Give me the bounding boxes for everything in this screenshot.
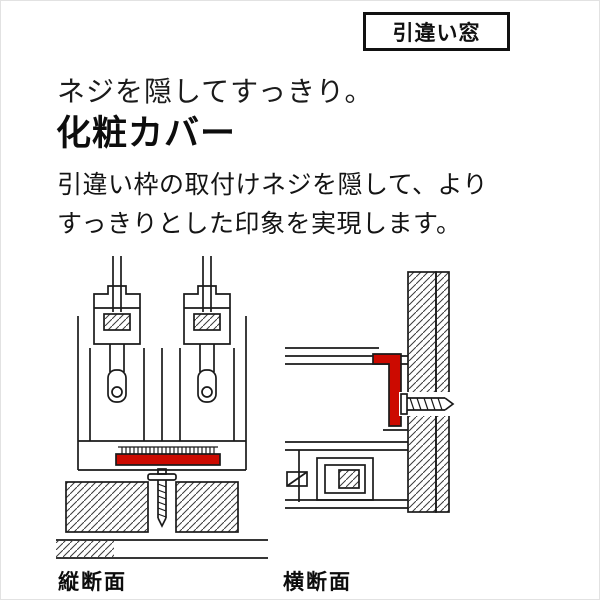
window-type-badge: 引違い窓 bbox=[363, 12, 510, 51]
vertical-section-diagram bbox=[56, 256, 268, 559]
jamb-section-drawing bbox=[285, 271, 457, 513]
caption-horizontal-section: 横断面 bbox=[283, 571, 352, 594]
decorative-cover-red bbox=[372, 353, 402, 427]
subtitle: ネジを隠してすっきり。 bbox=[57, 76, 374, 107]
sill-section-drawing bbox=[56, 256, 268, 559]
glass-pane-lines bbox=[112, 256, 212, 312]
window-type-badge-label: 引違い窓 bbox=[392, 21, 481, 45]
description-line-2: すっきりとした印象を実現します。 bbox=[57, 210, 462, 238]
description: 引違い枠の取付けネジを隠して、より すっきりとした印象を実現します。 bbox=[57, 166, 488, 244]
frame-sill-rails bbox=[77, 316, 247, 471]
mounting-screw-vertical bbox=[147, 468, 177, 531]
description-line-1: 引違い枠の取付けネジを隠して、より bbox=[57, 171, 489, 199]
page-title: 化粧カバー bbox=[56, 114, 237, 153]
sill-hatched-wall bbox=[56, 481, 268, 559]
sash-profile-right bbox=[183, 285, 231, 403]
decorative-cover-red bbox=[115, 453, 221, 466]
cover-clip-ribs bbox=[118, 446, 218, 454]
caption-vertical-section: 縦断面 bbox=[58, 571, 127, 594]
horizontal-section-diagram bbox=[285, 271, 457, 513]
mounting-screw-horizontal bbox=[399, 392, 457, 416]
sash-profile-left bbox=[93, 285, 141, 403]
sash-interlock-profiles bbox=[285, 441, 408, 509]
